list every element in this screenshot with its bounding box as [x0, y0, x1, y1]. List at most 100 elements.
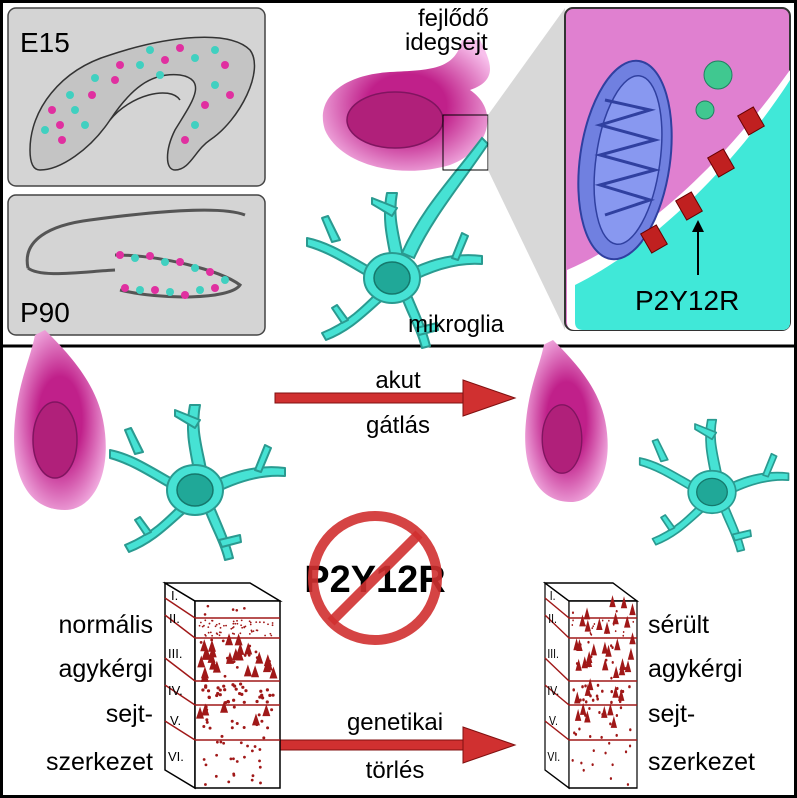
cortex-cell [231, 608, 235, 611]
cortex-cell [574, 708, 582, 721]
cortex-cell [250, 778, 254, 782]
cortex-cell [624, 666, 628, 670]
cortex-cell [596, 618, 603, 631]
cortex-cell [258, 765, 262, 769]
cortex-cell [218, 622, 221, 625]
cortex-cell [244, 689, 248, 693]
cortex-cell [250, 749, 254, 753]
prohibition-sign: P2Y12R [304, 511, 446, 645]
cell-dots [41, 44, 234, 144]
layer-label: VI. [547, 750, 560, 764]
cortex-cell [207, 631, 210, 634]
cortex-cell [610, 715, 618, 728]
cortex-cell [258, 748, 262, 751]
cortex-cell [250, 629, 253, 632]
layer-label: I. [550, 589, 556, 603]
cortex-cell [225, 624, 227, 627]
cortex-cell [223, 688, 227, 692]
cortex-cell [215, 623, 218, 626]
cortex-cell [223, 624, 225, 627]
cortex-cell [591, 698, 595, 702]
cortex-cell [220, 700, 229, 713]
cortex-cell [211, 619, 213, 622]
cortex-cell [260, 719, 264, 723]
cortex-cell [234, 687, 238, 691]
cortex-cell [218, 631, 221, 634]
cortex-cell [607, 703, 614, 716]
cortex-cell [266, 726, 270, 730]
cortex-cell [257, 713, 261, 717]
cortex-cell [615, 733, 618, 737]
cortex-cell [251, 713, 260, 726]
cortex-cell [204, 783, 207, 786]
cortex-cell [218, 693, 222, 697]
cortex-cell [603, 621, 611, 634]
cortex-cell [610, 676, 613, 680]
cortex-cell [225, 651, 234, 664]
cortex-cell [629, 632, 636, 645]
cortex-cell [573, 731, 576, 735]
cortex-cell [232, 757, 235, 761]
cortex-cell [243, 755, 246, 759]
cortex-cell [584, 710, 591, 723]
normal-caption-line: normális [59, 611, 153, 639]
cortex-cell [611, 646, 614, 649]
layer-label: VI. [168, 749, 184, 764]
cortex-cell [214, 625, 217, 628]
cortex-cell [582, 768, 585, 772]
cortex-cell [207, 695, 211, 699]
neuron-label-line1: fejlődő [418, 5, 489, 32]
receptor-icons [640, 106, 765, 254]
cortex-cell [220, 734, 224, 738]
cortex-cell [591, 627, 594, 630]
cortex-cell [610, 644, 613, 648]
cortex-cell [612, 612, 619, 625]
cortex-cell [234, 622, 237, 625]
cortex-cell [609, 777, 613, 780]
stage-e15-label: E15 [20, 27, 70, 58]
cortex-cell [207, 650, 216, 663]
cortex-cell [587, 640, 590, 644]
cortex-cell [588, 706, 591, 710]
cortex-cell [232, 660, 236, 663]
cortex-cell [203, 613, 207, 616]
damaged-caption-line: szerkezet [648, 748, 755, 776]
cortex-cell [252, 630, 255, 633]
cortex-normal: I. II. III. IV. V. VI. [164, 582, 281, 789]
stage-p90-label: P90 [20, 297, 70, 328]
p90-panel: P90 [7, 194, 266, 336]
layer-label: IV. [168, 683, 183, 698]
cortex-cell [232, 772, 236, 776]
cortex-cell [605, 658, 608, 662]
cortex-cells [571, 595, 636, 786]
cortex-cell [601, 658, 609, 671]
cortex-cell [605, 632, 608, 635]
cortex-cell [579, 614, 586, 627]
cortex-cell [208, 726, 212, 730]
cortex-cell [612, 666, 620, 679]
cortex-cell [236, 622, 239, 625]
cortex-cell [598, 710, 601, 714]
cortex-cell [199, 621, 202, 624]
cortex-cell [239, 741, 243, 745]
cortex-cell [584, 713, 587, 717]
cortex-cell [584, 683, 592, 696]
cortex-cell [203, 647, 212, 660]
layer-label: II. [169, 611, 180, 626]
cortex-cell [232, 705, 236, 709]
cortex-cell [215, 753, 219, 757]
cortex-cell [200, 669, 209, 682]
cortex-cell [271, 624, 274, 627]
cortex-cell [270, 708, 274, 712]
cortex-cell [235, 722, 239, 726]
cortex-cell [251, 774, 255, 778]
cortex-cell [611, 763, 614, 767]
cortex-cell [240, 624, 243, 627]
cortex-cell [588, 734, 592, 738]
cortex-cell [222, 708, 226, 712]
cortex-cell [601, 641, 609, 654]
cortex-cell [235, 666, 239, 669]
neuron-label-line2: idegsejt [405, 29, 488, 56]
cortex-cell [255, 699, 259, 704]
cortex-cell [248, 633, 251, 635]
